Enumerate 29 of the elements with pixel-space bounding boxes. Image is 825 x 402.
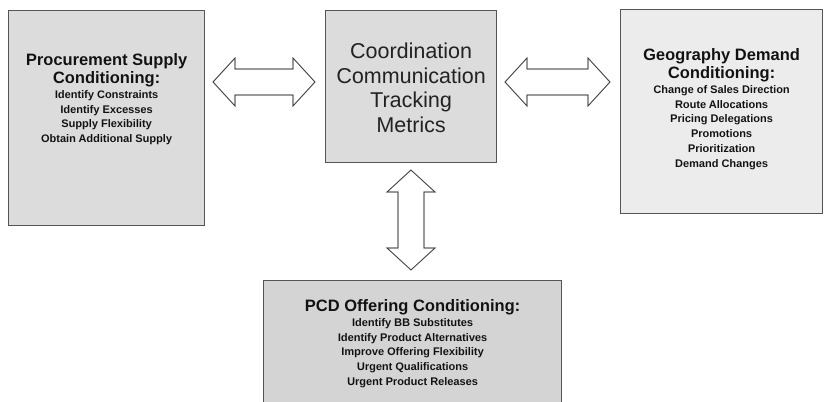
double-block-arrow	[386, 169, 436, 271]
list-item: Urgent Product Releases	[347, 374, 478, 390]
process-box	[620, 9, 823, 214]
box-text: Metrics	[376, 112, 446, 137]
process-box	[8, 10, 205, 226]
box-heading: Geography Demand Conditioning:	[642, 46, 801, 82]
list-item: Prioritization	[688, 142, 756, 157]
list-item: Change of Sales Direction	[653, 83, 790, 98]
box-text: Communication	[336, 64, 486, 88]
double-block-arrow	[504, 56, 611, 108]
process-box	[263, 280, 562, 402]
list-item: Urgent Qualifications	[356, 360, 468, 375]
list-item: Identify BB Substitutes	[352, 316, 473, 331]
list-item: Improve Offering Flexibility	[341, 345, 484, 360]
process-box	[325, 10, 497, 163]
list-item: Supply Flexibility	[61, 117, 152, 132]
list-item: Demand Changes	[675, 156, 768, 172]
double-block-arrow	[212, 56, 316, 108]
list-item: Pricing Delegations	[670, 112, 773, 128]
box-text: Coordination	[350, 39, 472, 64]
list-item: Route Allocations	[674, 98, 768, 112]
box-text: Tracking	[370, 88, 452, 112]
list-item: Identify Excesses	[60, 102, 153, 118]
list-item: Obtain Additional Supply	[41, 132, 172, 147]
list-item: Identify Constraints	[54, 88, 158, 103]
box-heading: PCD Offering Conditioning:	[304, 297, 520, 315]
list-item: Promotions	[690, 127, 752, 142]
box-heading: Procurement Supply Conditioning:	[24, 51, 188, 87]
list-item: Identify Product Alternatives	[338, 330, 488, 346]
